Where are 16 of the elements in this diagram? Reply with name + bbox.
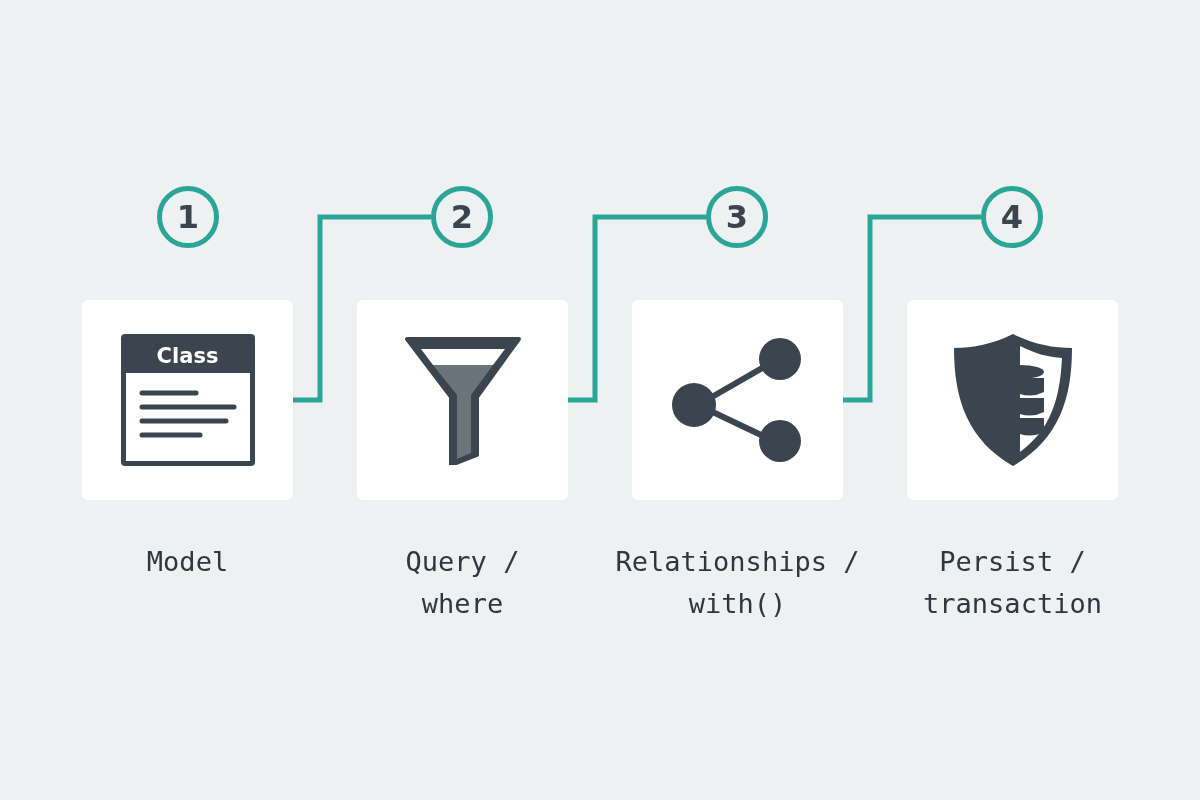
step-number-circle: 1 — [157, 186, 219, 248]
icon-card — [632, 300, 843, 500]
step-number-circle: 2 — [431, 186, 493, 248]
step-label: Relationships / with() — [614, 545, 861, 621]
connector-line — [568, 214, 706, 403]
step-label: Persist / transaction — [922, 545, 1103, 621]
step-number-circle: 4 — [981, 186, 1043, 248]
connector-line — [843, 214, 981, 403]
icon-card — [357, 300, 568, 500]
connector-line — [293, 214, 431, 403]
step-label: Query / where — [404, 545, 521, 621]
icon-card — [82, 300, 293, 500]
icon-card — [907, 300, 1118, 500]
step-label: Model — [145, 545, 230, 579]
step-number-circle: 3 — [706, 186, 768, 248]
class-window-icon: Class — [120, 334, 255, 466]
